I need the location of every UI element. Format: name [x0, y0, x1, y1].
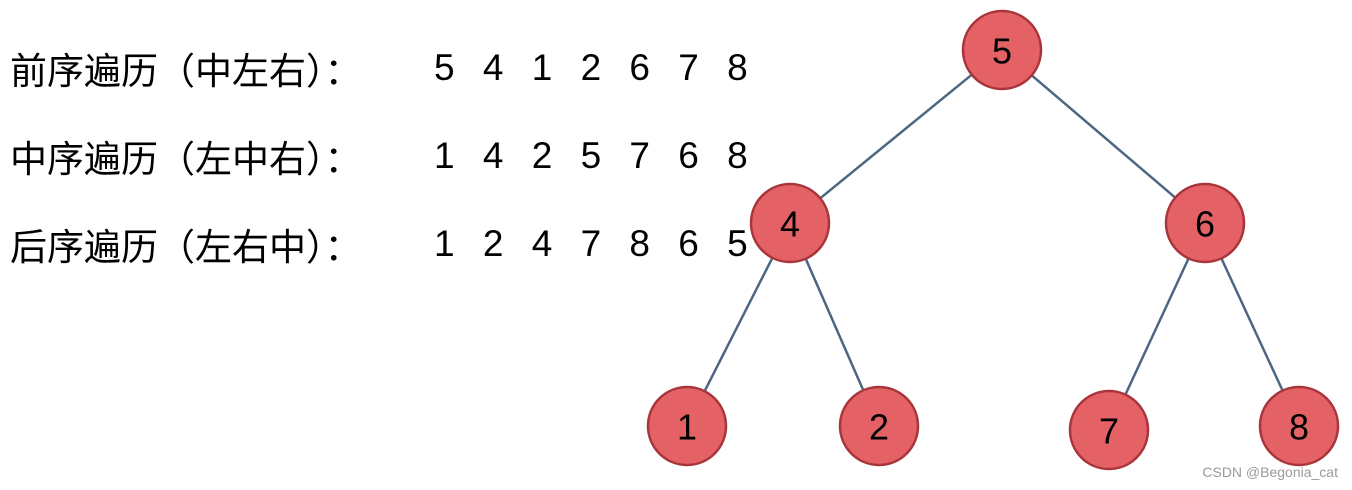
tree-node-circle — [1068, 389, 1150, 471]
tree-edges — [703, 73, 1284, 396]
traversal-list: 前序遍历（中左右）： 5 4 1 2 6 7 8 中序遍历（左中右）： 1 4 … — [10, 24, 757, 288]
traversal-row-postorder: 后序遍历（左右中）： 1 2 4 7 8 6 5 — [10, 200, 757, 288]
tree-node-circle — [749, 182, 831, 264]
tree-node-circle — [646, 385, 728, 467]
tree-node-label: 2 — [869, 407, 889, 448]
tree-edge-6-8 — [1220, 257, 1284, 392]
tree-node-8: 8 — [1258, 385, 1340, 467]
traversal-sequence: 1 2 4 7 8 6 5 — [434, 223, 757, 264]
tree-node-4: 4 — [749, 182, 831, 264]
tree-nodes: 5 4 6 1 2 7 8 — [646, 9, 1340, 471]
tree-edge-5-4 — [819, 73, 973, 200]
tree-node-2: 2 — [838, 385, 920, 467]
tree-node-label: 7 — [1099, 411, 1119, 452]
traversal-label: 中序遍历（左中右）： — [10, 138, 362, 181]
tree-node-circle — [1258, 385, 1340, 467]
tree-node-7: 7 — [1068, 389, 1150, 471]
tree-node-label: 5 — [992, 31, 1012, 72]
tree-edge-6-7 — [1124, 257, 1190, 396]
traversal-label: 前序遍历（中左右）： — [10, 50, 362, 93]
tree-node-circle — [1164, 182, 1246, 264]
tree-node-label: 8 — [1289, 407, 1309, 448]
tree-node-1: 1 — [646, 385, 728, 467]
traversal-row-preorder: 前序遍历（中左右）： 5 4 1 2 6 7 8 — [10, 24, 757, 112]
watermark: CSDN @Begonia_cat — [1202, 464, 1338, 480]
tree-node-6: 6 — [1164, 182, 1246, 264]
traversal-row-inorder: 中序遍历（左中右）： 1 4 2 5 7 6 8 — [10, 112, 757, 200]
traversal-label: 后序遍历（左右中）： — [10, 226, 362, 269]
tree-node-circle — [838, 385, 920, 467]
tree-edge-4-1 — [703, 257, 774, 392]
tree-node-label: 6 — [1195, 204, 1215, 245]
tree-edge-5-6 — [1030, 74, 1177, 199]
traversal-sequence: 5 4 1 2 6 7 8 — [434, 47, 757, 88]
tree-node-5: 5 — [961, 9, 1043, 91]
traversal-sequence: 1 4 2 5 7 6 8 — [434, 135, 757, 176]
tree-node-label: 1 — [677, 407, 697, 448]
tree-node-circle — [961, 9, 1043, 91]
tree-edge-4-2 — [804, 258, 865, 391]
tree-node-label: 4 — [780, 204, 800, 245]
